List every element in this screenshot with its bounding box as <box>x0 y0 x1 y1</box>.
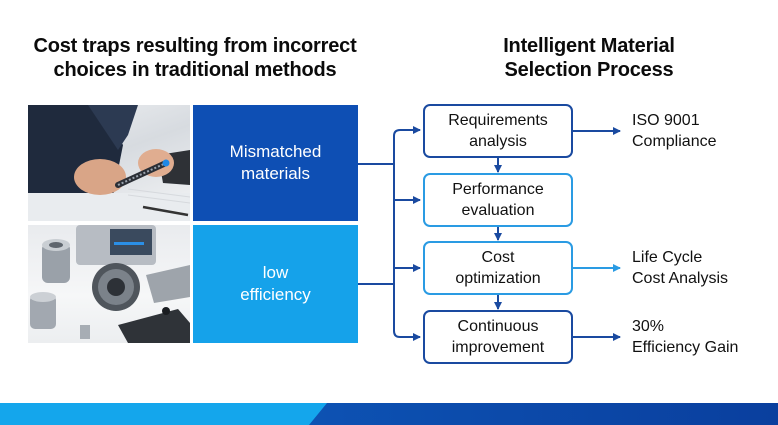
outcome-line-1: Life Cycle <box>632 249 703 266</box>
outcome-line-2: Compliance <box>632 133 717 150</box>
step-label-line-1: Requirements <box>448 112 548 129</box>
outcome-line-2: Efficiency Gain <box>632 339 739 356</box>
outcome-iso-compliance: ISO 9001 Compliance <box>632 110 716 152</box>
step-label-line-1: Continuous <box>457 318 539 335</box>
outcome-efficiency-gain: 30% Efficiency Gain <box>632 316 738 358</box>
process-step-requirements-analysis: Requirements analysis <box>423 104 573 158</box>
right-section-title: Intelligent Material Selection Process <box>400 34 778 82</box>
process-step-performance-evaluation: Performance evaluation <box>423 173 573 227</box>
person-holding-sample-illustration <box>28 105 190 221</box>
step-label-line-2: analysis <box>469 133 527 150</box>
material-sample-photo <box>28 105 190 221</box>
problem-panel-low-efficiency: low efficiency <box>193 225 358 343</box>
footer-band-light <box>0 403 330 425</box>
right-title-line-1: Intelligent Material <box>503 35 675 57</box>
metal-parts-illustration <box>30 225 190 343</box>
outcome-line-2: Cost Analysis <box>632 270 729 287</box>
connector-trunk <box>393 129 401 338</box>
problem-label-line-2: efficiency <box>240 285 311 304</box>
right-title-line-2: Selection Process <box>504 59 674 81</box>
machined-parts-photo <box>28 225 190 343</box>
step-label-line-2: optimization <box>455 270 541 287</box>
step-label-line-2: evaluation <box>461 202 535 219</box>
problem-label-line-1: low <box>262 263 289 282</box>
outcome-line-1: ISO 9001 <box>632 112 700 129</box>
footer-band <box>0 403 778 425</box>
process-step-continuous-improvement: Continuous improvement <box>423 310 573 364</box>
step-label-line-2: improvement <box>451 339 545 356</box>
problem-label-line-2: materials <box>241 164 310 183</box>
step-label-line-1: Cost <box>481 249 515 266</box>
left-title-line-2: choices in traditional methods <box>53 59 337 81</box>
outcome-life-cycle-cost-analysis: Life Cycle Cost Analysis <box>632 247 728 289</box>
footer-band-dark <box>309 403 778 425</box>
problem-panel-mismatched-materials: Mismatched materials <box>193 105 358 221</box>
left-title-line-1: Cost traps resulting from incorrect <box>33 35 357 57</box>
process-step-cost-optimization: Cost optimization <box>423 241 573 295</box>
outcome-line-1: 30% <box>632 318 665 335</box>
problem-label-line-1: Mismatched <box>229 142 322 161</box>
left-section-title: Cost traps resulting from incorrect choi… <box>0 34 390 82</box>
step-label-line-1: Performance <box>452 181 544 198</box>
